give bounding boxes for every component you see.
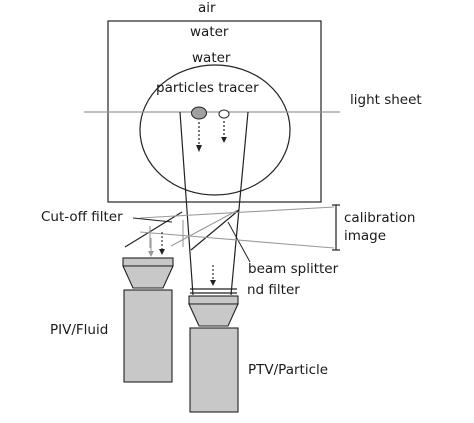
label-water-outer: water — [190, 24, 229, 40]
inner-vessel — [139, 64, 291, 196]
ptv-camera-lens-cap — [188, 295, 239, 305]
label-calibration-line1: calibration — [344, 210, 415, 226]
label-air: air — [198, 0, 216, 16]
calibration-ray-top — [139, 206, 335, 219]
label-piv-camera: PIV/Fluid — [50, 322, 108, 338]
ptv-camera-lens — [188, 303, 239, 327]
piv-camera-lens-cap — [122, 257, 174, 267]
beam-splitter-leader — [227, 221, 251, 263]
dotted-arrowhead-large — [196, 145, 202, 152]
label-nd-filter: nd filter — [247, 282, 300, 298]
label-calibration-line2: image — [344, 228, 386, 244]
label-water-inner: water — [192, 50, 231, 66]
ptv-camera-body — [189, 327, 239, 413]
view-cone-left-upper — [179, 111, 194, 296]
piv-camera-body — [123, 289, 173, 383]
label-particles-tracer: particles tracer — [156, 80, 259, 96]
ptv-arrow-head — [210, 280, 216, 286]
cutoff-filter-leader — [132, 217, 173, 223]
label-cutoff-filter: Cut-off filter — [41, 209, 123, 225]
view-cone-right-upper — [230, 111, 249, 296]
cutoff-mirror-2 — [190, 209, 240, 251]
piv-arrow-1-head — [148, 251, 154, 257]
cutoff-mirror-1 — [124, 211, 183, 248]
label-ptv-camera: PTV/Particle — [248, 362, 328, 378]
particle-small — [218, 109, 230, 119]
label-beam-splitter: beam splitter — [248, 261, 339, 277]
beam-splitter-plate — [170, 209, 239, 247]
piv-camera-lens — [122, 265, 174, 289]
piv-camera — [122, 257, 174, 383]
dotted-arrowhead-small — [221, 137, 227, 143]
ptv-camera — [188, 295, 239, 413]
piv-arrow-2-head — [159, 249, 165, 255]
calibration-ray-bottom — [139, 231, 335, 249]
particle-large — [191, 106, 207, 120]
label-light-sheet: light sheet — [350, 92, 422, 108]
